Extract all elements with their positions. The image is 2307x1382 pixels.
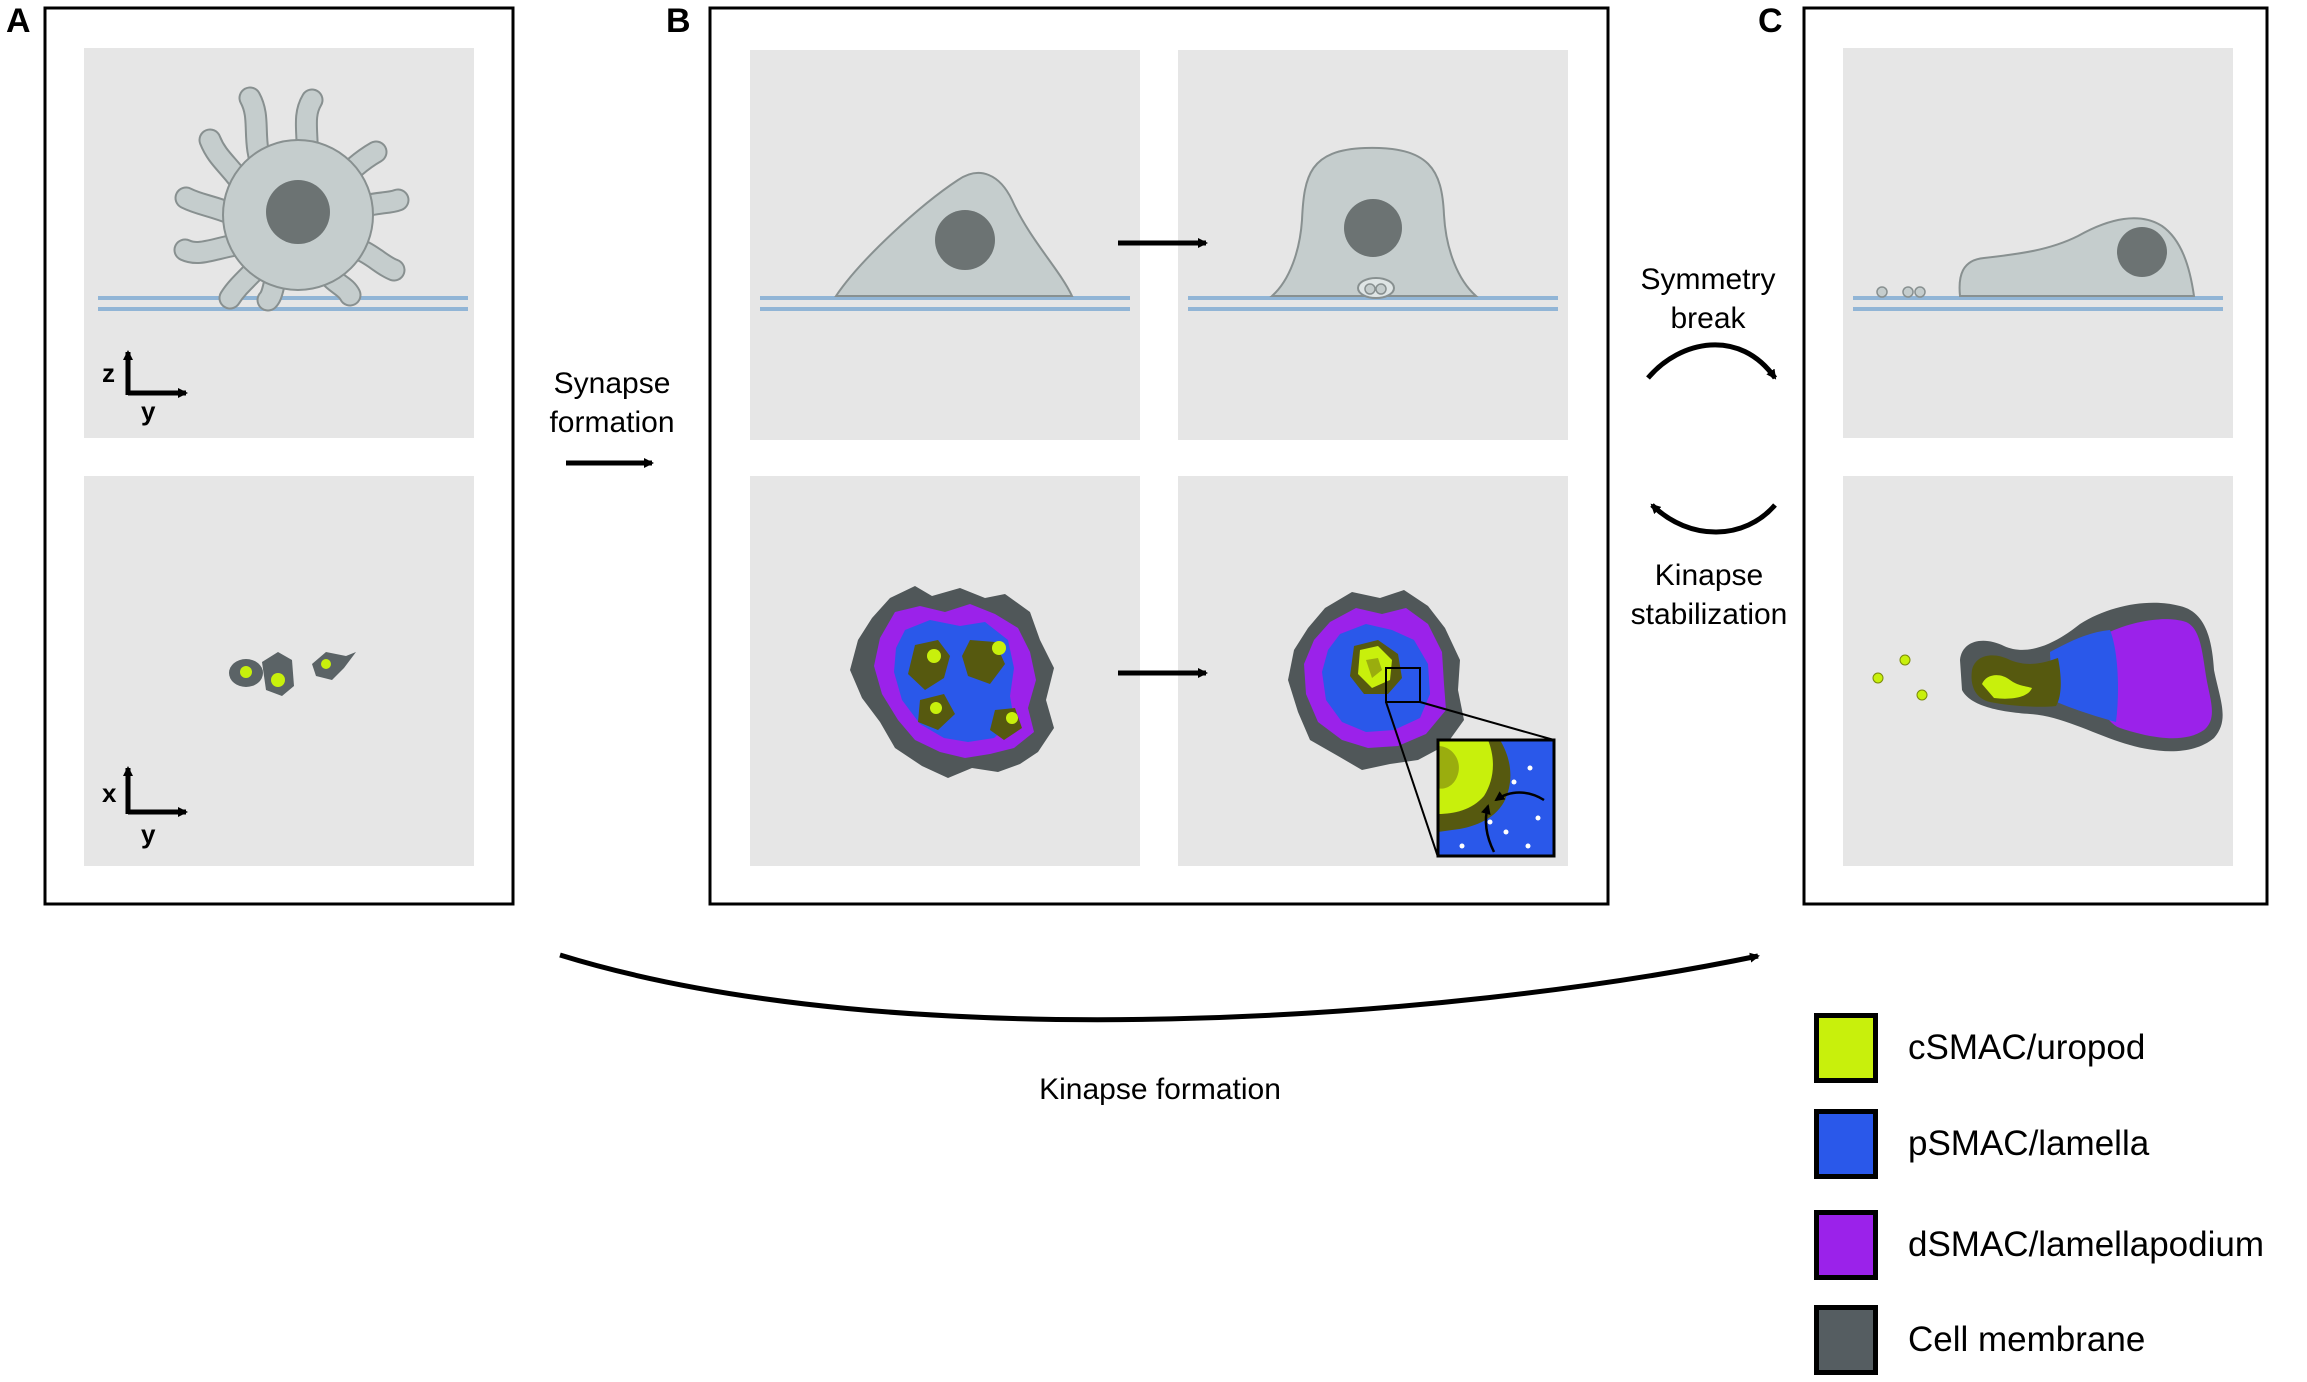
- legend-swatch-psmac: [1814, 1109, 1878, 1179]
- zoom-inset: [1385, 701, 1556, 858]
- legend-item-psmac: pSMAC/lamella: [1814, 1106, 2149, 1182]
- kinapse-formation-arrow: [559, 952, 1760, 1023]
- legend-item-csmac: cSMAC/uropod: [1814, 1010, 2145, 1086]
- synapse-cell-side-view: [1269, 146, 1479, 299]
- nucleus-b1: [935, 210, 995, 270]
- legend-item-membrane: Cell membrane: [1814, 1302, 2145, 1378]
- axes-z-y-icon: [123, 350, 188, 398]
- nucleus-b2: [1344, 199, 1402, 257]
- axes-x-y-icon: [123, 766, 188, 817]
- substrate-line-a: [98, 296, 468, 311]
- axis-label-x: x: [102, 778, 117, 808]
- symmetry-break-label: Symmetry break: [1640, 263, 1776, 335]
- axis-label-y-top: y: [141, 396, 156, 426]
- legend-swatch-dsmac: [1814, 1210, 1878, 1280]
- kinapse-formation-label: Kinapse formation: [1039, 1073, 1281, 1106]
- legend-label-csmac: cSMAC/uropod: [1908, 1028, 2146, 1067]
- legend-swatch-csmac: [1814, 1013, 1878, 1083]
- kinapse-stabilization-arrow: [1650, 503, 1777, 535]
- legend-label-psmac: pSMAC/lamella: [1908, 1124, 2150, 1163]
- small-cells-footprint-a: [229, 652, 356, 696]
- axis-label-z: z: [102, 358, 115, 388]
- nucleus-c: [2117, 227, 2167, 277]
- legend-item-dsmac: dSMAC/lamellapodium: [1814, 1207, 2264, 1283]
- legend-label-membrane: Cell membrane: [1908, 1320, 2146, 1359]
- spreading-cell-side-view: [834, 171, 1074, 297]
- nucleus-a: [266, 180, 330, 244]
- panel-letter-c: C: [1758, 2, 1783, 40]
- round-cell-side-view: [173, 86, 410, 312]
- kinapse-stabilization-label: Kinapse stabilization: [1630, 559, 1788, 631]
- kinapse-footprint: [1872, 602, 2223, 752]
- symmetry-break-arrow: [1646, 342, 1778, 380]
- mature-synapse-footprint: [1288, 590, 1464, 770]
- axis-label-y-bottom: y: [141, 819, 156, 849]
- panel-letter-b: B: [666, 2, 691, 40]
- panel-letter-a: A: [6, 2, 31, 40]
- substrate-line-c: [1853, 296, 2223, 311]
- legend-label-dsmac: dSMAC/lamellapodium: [1908, 1225, 2264, 1264]
- migrating-cell-side-view: [1876, 217, 2196, 298]
- legend-swatch-membrane: [1814, 1305, 1878, 1375]
- synapse-formation-label: Synapse formation: [549, 367, 675, 439]
- immature-synapse-footprint: [850, 586, 1054, 778]
- substrate-line-b1: [760, 296, 1130, 311]
